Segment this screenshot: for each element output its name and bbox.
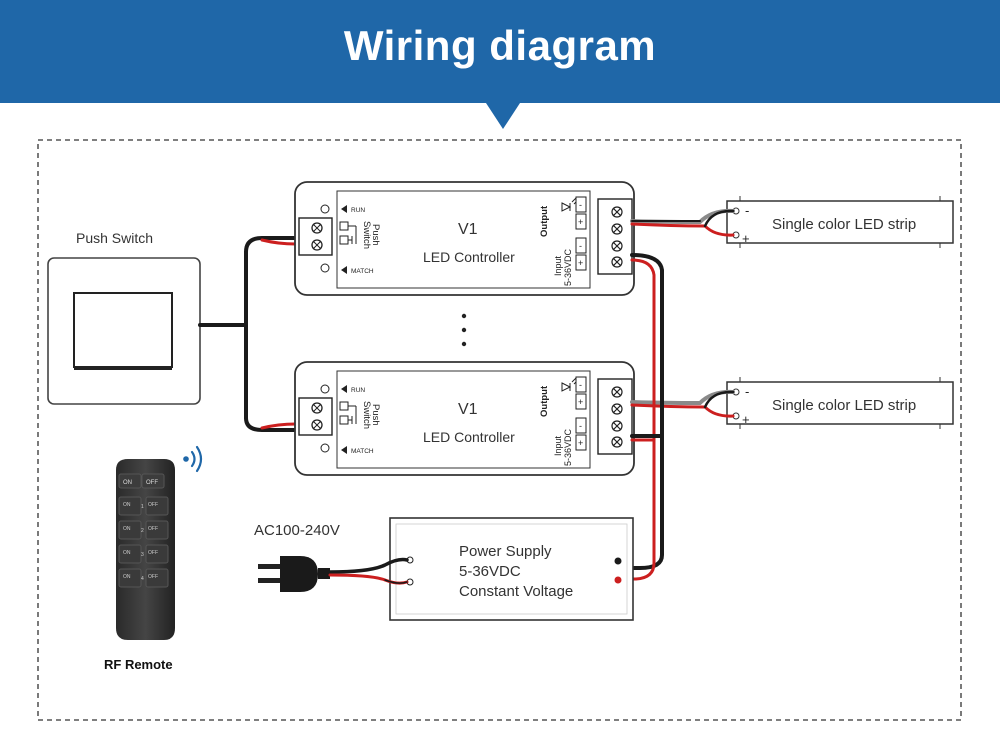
led-strip-label: Single color LED strip: [772, 216, 916, 233]
output-label: Output: [539, 205, 550, 237]
svg-text:+: +: [578, 217, 583, 227]
dashed-frame: [37, 139, 962, 721]
led-strip-1: - + Single color LED strip: [726, 196, 954, 248]
svg-text:2: 2: [141, 528, 144, 534]
svg-text:-: -: [745, 384, 749, 399]
controller-2: RUN MATCH Push Switch V1 LED Controller …: [294, 361, 635, 476]
ps-title: Power Supply: [459, 543, 552, 560]
more-controllers-ellipsis: [461, 313, 467, 347]
run-label: RUN: [351, 207, 365, 214]
rf-remote[interactable]: ON OFF ON OFF 1 ON OFF 2 ON OFF 3 ON OFF 4: [116, 459, 175, 640]
svg-text:4: 4: [141, 576, 144, 582]
run-label: RUN: [351, 387, 365, 394]
switch-label: Switch: [361, 221, 372, 249]
push-label: Push: [370, 404, 381, 426]
page-title: Wiring diagram: [343, 22, 657, 69]
svg-text:+: +: [578, 258, 583, 268]
controller-subtitle: LED Controller: [423, 249, 515, 265]
svg-text:+: +: [578, 397, 583, 407]
controller-subtitle: LED Controller: [423, 429, 515, 445]
svg-text:-: -: [579, 241, 582, 251]
output-wires: [630, 208, 735, 418]
svg-text:OFF: OFF: [148, 502, 158, 508]
switch-symbol-icon: [339, 221, 357, 245]
svg-text:ON: ON: [123, 526, 131, 532]
ps-voltage: 5-36VDC: [459, 563, 521, 580]
svg-text:+: +: [578, 438, 583, 448]
svg-text:ON: ON: [123, 574, 131, 580]
power-plug-icon: [258, 556, 330, 592]
push-switch-button[interactable]: [73, 292, 173, 368]
push-label: Push: [370, 224, 381, 246]
match-button-icon[interactable]: [320, 263, 330, 273]
output-input-terminal: [597, 378, 633, 455]
controller-1: RUN MATCH Push Switch V1 LED Controller …: [294, 181, 635, 296]
svg-text:ON: ON: [123, 480, 132, 486]
output-label: Output: [539, 385, 550, 417]
svg-text:-: -: [745, 203, 749, 218]
run-led-icon: [320, 384, 330, 394]
mains-wires: [328, 557, 409, 585]
svg-text:-: -: [579, 200, 582, 210]
power-supply: Power Supply 5-36VDC Constant Voltage: [389, 517, 634, 621]
switch-wires: [198, 236, 298, 432]
svg-text:ON: ON: [123, 502, 131, 508]
input-wires: [616, 253, 664, 581]
svg-text:3: 3: [141, 552, 144, 558]
svg-text:-: -: [579, 380, 582, 390]
switch-terminal: [298, 397, 333, 436]
push-switch-label: Push Switch: [76, 230, 153, 246]
svg-text:1: 1: [141, 504, 144, 510]
svg-text:+: +: [742, 231, 750, 246]
switch-label: Switch: [361, 401, 372, 429]
switch-terminal: [298, 217, 333, 256]
wireless-signal-icon: [183, 445, 203, 473]
ps-type: Constant Voltage: [459, 583, 573, 600]
run-led-icon: [320, 204, 330, 214]
output-input-terminal: [597, 198, 633, 275]
input-voltage: 5-36VDC: [563, 428, 573, 466]
led-strip-label: Single color LED strip: [772, 397, 916, 414]
remote-label: RF Remote: [104, 657, 173, 672]
remote-master-on-button[interactable]: [118, 473, 142, 489]
input-voltage: 5-36VDC: [563, 248, 573, 286]
mains-label: AC100-240V: [254, 522, 340, 539]
input-label: Input: [553, 255, 563, 276]
svg-text:OFF: OFF: [146, 480, 158, 486]
remote-zone-buttons[interactable]: ON OFF 1 ON OFF 2 ON OFF 3 ON OFF 4: [118, 496, 169, 588]
header-banner: Wiring diagram: [0, 0, 1000, 103]
led-strip-2: - + Single color LED strip: [726, 377, 954, 429]
svg-text:OFF: OFF: [148, 574, 158, 580]
input-label: Input: [553, 435, 563, 456]
banner-pointer: [486, 103, 520, 129]
controller-name: V1: [458, 221, 478, 238]
match-label: MATCH: [351, 448, 374, 455]
svg-text:OFF: OFF: [148, 526, 158, 532]
svg-text:OFF: OFF: [148, 550, 158, 556]
controller-name: V1: [458, 401, 478, 418]
svg-text:+: +: [742, 412, 750, 427]
match-label: MATCH: [351, 268, 374, 275]
svg-text:ON: ON: [123, 550, 131, 556]
switch-symbol-icon: [339, 401, 357, 425]
svg-text:-: -: [579, 421, 582, 431]
remote-master-off-button[interactable]: [141, 473, 165, 489]
match-button-icon[interactable]: [320, 443, 330, 453]
